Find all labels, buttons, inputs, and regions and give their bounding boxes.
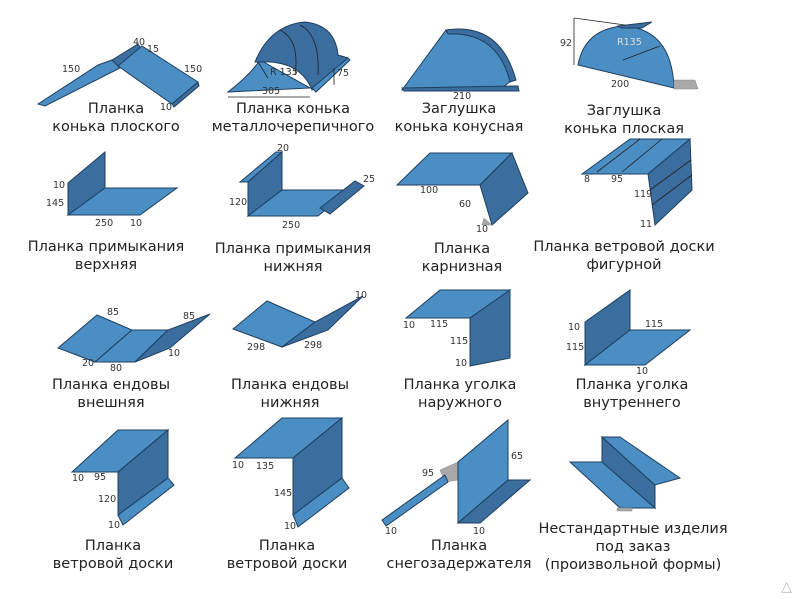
dim: 250 — [95, 218, 113, 229]
dim: 115 — [450, 336, 468, 347]
dim: 60 — [459, 199, 471, 210]
dim: 20 — [82, 358, 94, 369]
figure-valley-lower: 10 298 298 — [232, 290, 367, 353]
dim: 135 — [256, 461, 274, 472]
figure-abutment-lower: 20 120 250 25 — [229, 143, 375, 231]
figure-wind-board-1: 10 95 120 10 — [70, 428, 175, 531]
dim: 10 — [385, 526, 397, 537]
dim: 10 — [636, 366, 648, 377]
figure-wind-board-shaped: 8 95 119 11 — [580, 137, 693, 230]
dim: 120 — [98, 494, 116, 505]
figure-corner-outer: 10 115 115 10 — [403, 289, 512, 369]
figure-cap-cone: 210 — [400, 28, 520, 102]
dim: 65 — [511, 451, 523, 462]
dim: 10 — [168, 348, 180, 359]
dim: 120 — [229, 197, 247, 208]
figure-valley-outer: 85 85 20 80 10 — [57, 307, 211, 374]
dim: 150 — [184, 64, 202, 75]
dim: 10 — [53, 180, 65, 191]
dim: 115 — [566, 342, 584, 353]
dim: 85 — [107, 307, 119, 318]
figure-ridge-metal-tile: R 135 75 305 — [226, 21, 351, 98]
figure-cap-flat: 92 R135 200 — [560, 17, 699, 90]
dim: 25 — [363, 174, 375, 185]
dim: 15 — [147, 44, 159, 55]
dim: 10 — [355, 290, 367, 301]
dim: 298 — [304, 340, 322, 351]
dim: 8 — [584, 174, 590, 185]
dim: 10 — [160, 102, 172, 113]
dim: 10 — [403, 320, 415, 331]
figure-wind-board-2: 10 135 145 10 — [232, 416, 350, 532]
dim: 95 — [611, 174, 623, 185]
dim: 95 — [422, 468, 434, 479]
dim: 10 — [476, 224, 488, 235]
dim: 92 — [560, 38, 572, 49]
dim: 250 — [282, 220, 300, 231]
dim: 80 — [110, 363, 122, 374]
dim: 210 — [453, 91, 471, 102]
figure-snow-guard: 95 65 10 10 — [381, 418, 532, 537]
dim: 10 — [284, 521, 296, 532]
dim: 305 — [262, 86, 280, 97]
figure-eave: 100 60 10 — [395, 152, 529, 235]
dim: 145 — [46, 198, 64, 209]
dim: 75 — [337, 68, 349, 79]
dim: 145 — [274, 488, 292, 499]
dim: 20 — [277, 143, 289, 154]
dim: 10 — [72, 473, 84, 484]
dim: 200 — [611, 79, 629, 90]
dim: 10 — [108, 520, 120, 531]
dim: R 135 — [270, 67, 298, 78]
dim: 85 — [183, 311, 195, 322]
figure-custom-profile — [568, 435, 682, 512]
dim: 10 — [568, 322, 580, 333]
dim: 40 — [133, 37, 145, 48]
dim: 10 — [455, 358, 467, 369]
dim: 115 — [645, 319, 663, 330]
dim: 95 — [94, 472, 106, 483]
figure-ridge-flat: 150 40 15 150 10 — [36, 37, 202, 113]
dim: R135 — [617, 37, 642, 48]
figure-corner-inner: 10 115 115 10 — [566, 289, 692, 377]
triangle-logo-icon: △ — [781, 579, 792, 595]
dim: 119 — [634, 189, 652, 200]
dim: 150 — [62, 64, 80, 75]
figure-abutment-upper: 10 145 250 10 — [46, 150, 179, 229]
dim: 11 — [640, 219, 652, 230]
dim: 115 — [430, 319, 448, 330]
dim: 10 — [473, 526, 485, 537]
dim: 10 — [130, 218, 142, 229]
dim: 100 — [420, 185, 438, 196]
dim: 10 — [232, 460, 244, 471]
dim: 298 — [247, 342, 265, 353]
